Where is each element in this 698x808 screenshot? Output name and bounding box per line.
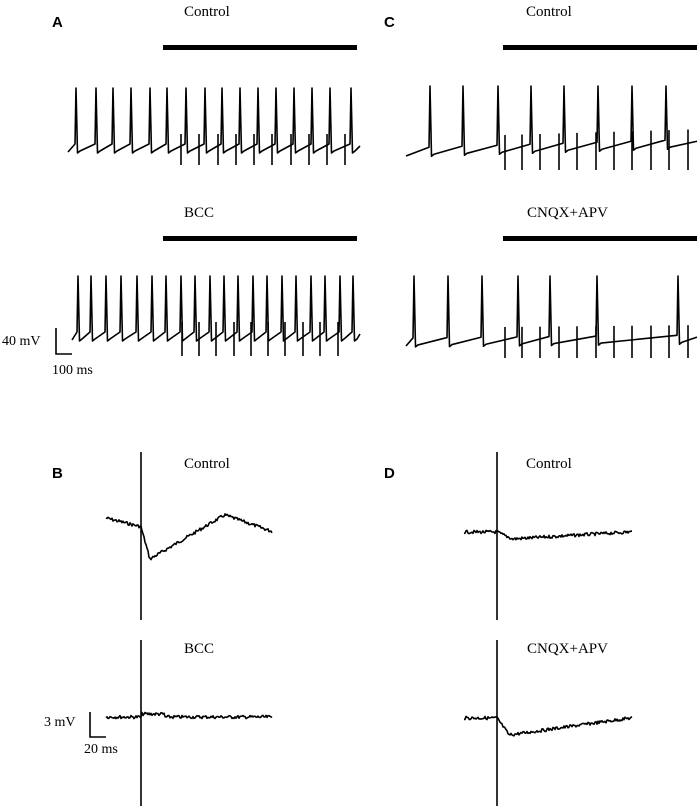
panel-b-top-label: Control: [184, 456, 230, 472]
membrane-trace: [71, 275, 361, 342]
postsynaptic-potential-trace: [105, 711, 273, 720]
panel-a-scale-voltage: 40 mV: [2, 334, 41, 349]
panel-a: A Control BCC 40 mV 100 ms: [2, 4, 361, 378]
panel-d-bottom-label: CNQX+APV: [527, 641, 608, 657]
panel-a-bottom-stimulus-bar: [163, 236, 357, 241]
panel-c-bottom-trace: [405, 275, 698, 358]
panel-b-bottom-trace: [105, 640, 273, 806]
panel-c: C Control CNQX+APV: [384, 4, 698, 358]
postsynaptic-potential-trace: [463, 529, 633, 541]
postsynaptic-potential-trace: [464, 715, 633, 737]
panel-b-scale-voltage: 3 mV: [44, 715, 76, 730]
panel-b-scale-time: 20 ms: [84, 742, 118, 757]
panel-d-top-label: Control: [526, 456, 572, 472]
panel-c-top-trace: [405, 85, 698, 170]
panel-a-scale-time: 100 ms: [52, 363, 93, 378]
postsynaptic-potential-trace: [105, 513, 273, 561]
panel-c-top-label: Control: [526, 4, 572, 20]
panel-a-top-stimulus-bar: [163, 45, 357, 50]
panel-b: B Control BCC 3 mV 20 ms: [44, 452, 273, 806]
panel-c-bottom-stimulus-bar: [503, 236, 697, 241]
panel-a-scale-bar: [55, 328, 72, 355]
panel-d-top-trace: [463, 452, 633, 620]
membrane-trace: [405, 275, 698, 348]
panel-b-scale-bar: [89, 712, 106, 738]
panel-letter-c: C: [384, 14, 395, 31]
panel-c-bottom-label: CNQX+APV: [527, 205, 608, 221]
panel-a-bottom-label: BCC: [184, 205, 214, 221]
panel-letter-b: B: [52, 465, 63, 482]
panel-c-top-stimulus-bar: [503, 45, 697, 50]
panel-a-bottom-trace: [71, 275, 361, 356]
panel-b-top-trace: [105, 452, 273, 620]
panel-a-top-label: Control: [184, 4, 230, 20]
membrane-trace: [405, 85, 698, 158]
panel-letter-d: D: [384, 465, 395, 482]
panel-b-bottom-label: BCC: [184, 641, 214, 657]
panel-letter-a: A: [52, 14, 63, 31]
panel-a-top-trace: [67, 87, 361, 165]
membrane-trace: [67, 87, 361, 154]
panel-d-bottom-trace: [464, 640, 633, 806]
panel-d: D Control CNQX+APV: [384, 452, 633, 806]
